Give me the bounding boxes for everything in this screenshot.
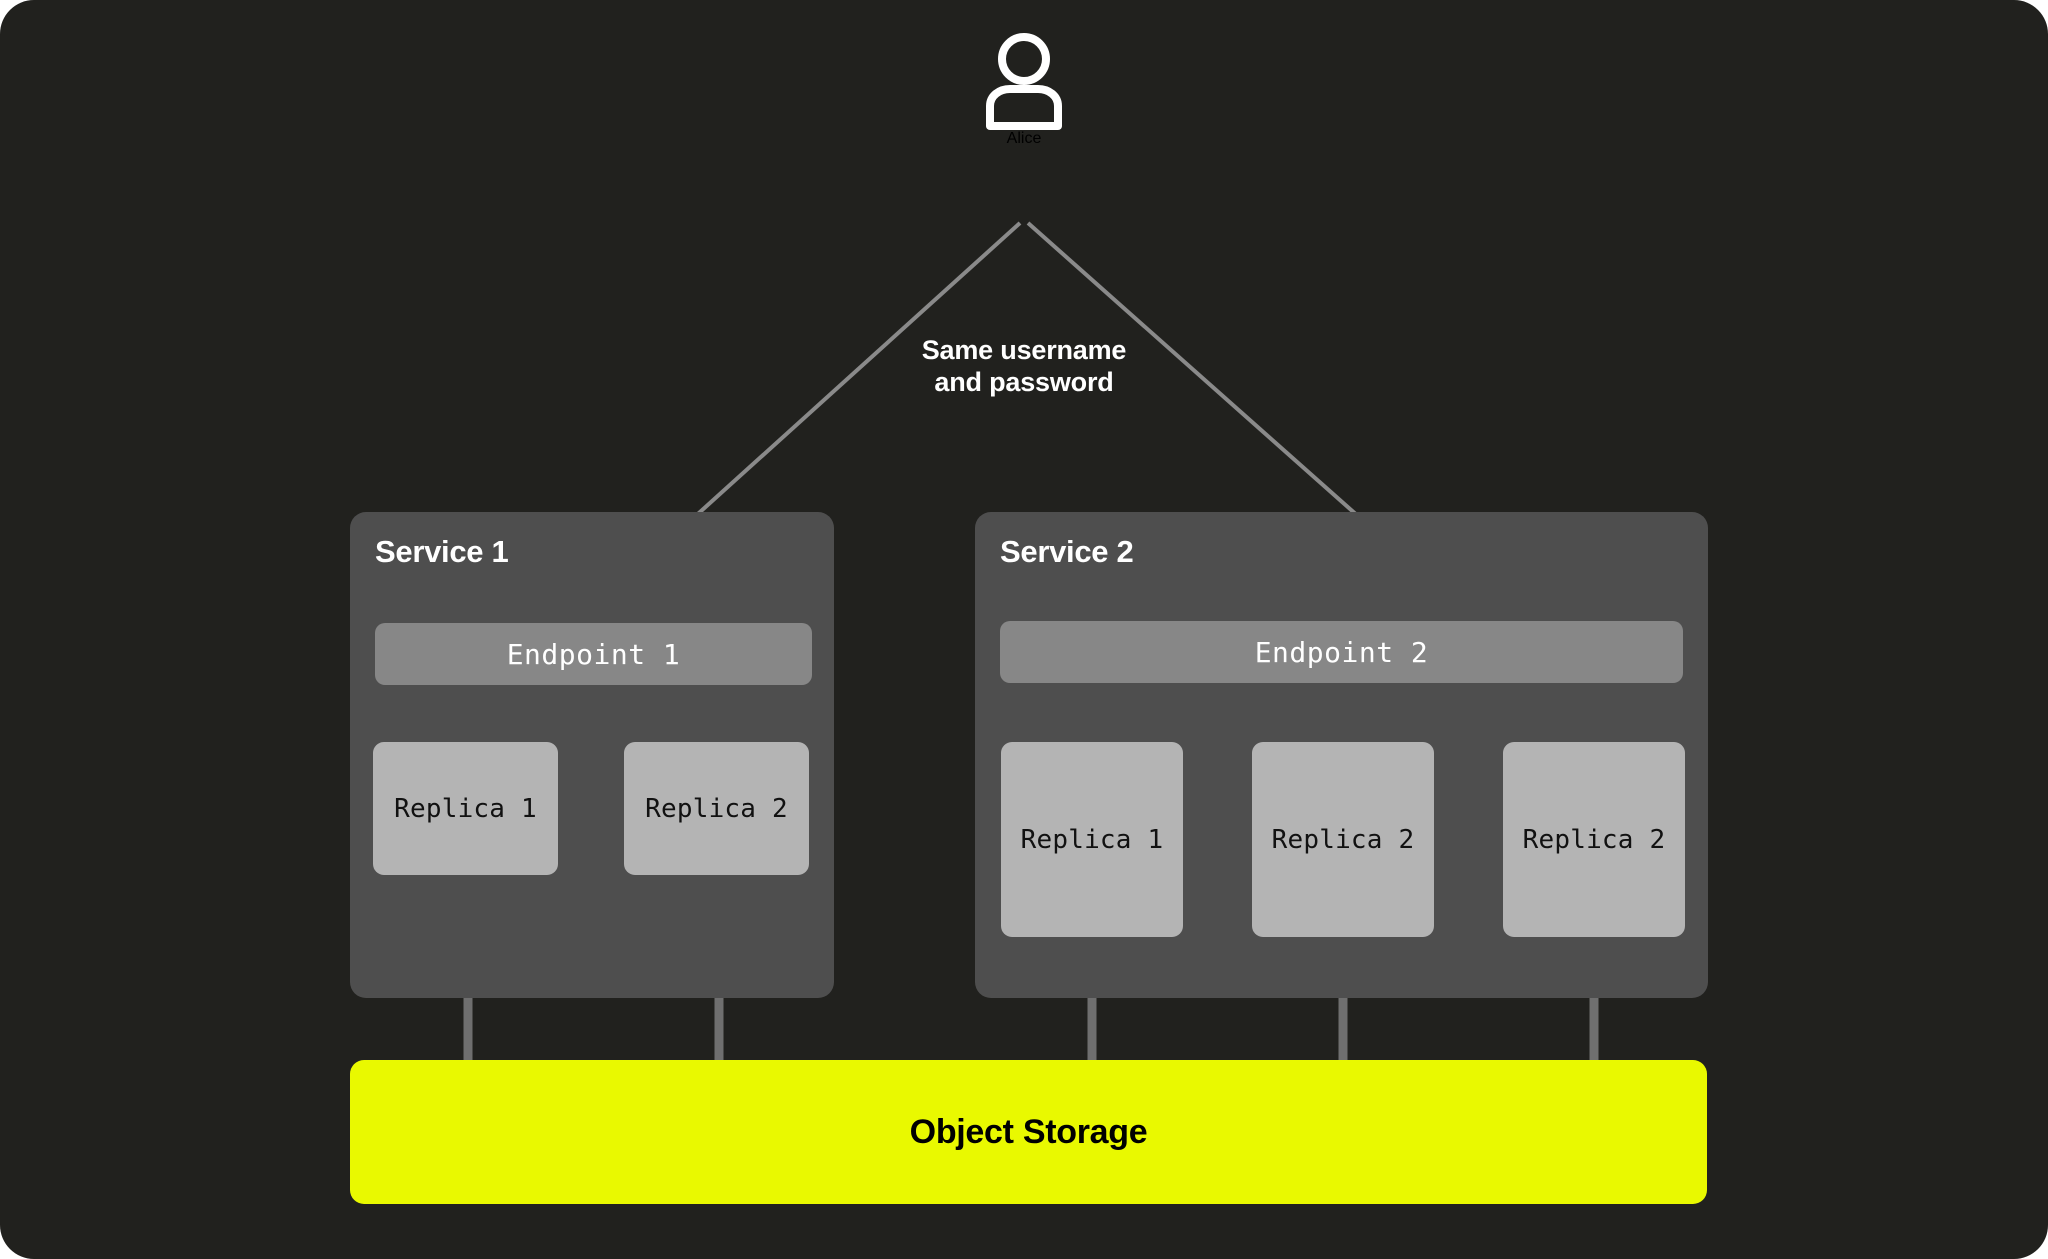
connection-caption: Same username and password — [814, 335, 1234, 398]
caption-line-2: and password — [934, 366, 1114, 397]
service-panel-1[interactable]: Service 1 Endpoint 1 Replica 1 Replica 2 — [350, 512, 834, 998]
service-2-replica-1[interactable]: Replica 1 — [1001, 742, 1183, 937]
service-1-replica-2[interactable]: Replica 2 — [624, 742, 809, 875]
object-storage-label: Object Storage — [909, 1112, 1148, 1151]
service-1-title: Service 1 — [375, 534, 509, 569]
service-panel-2[interactable]: Service 2 Endpoint 2 Replica 1 Replica 2… — [975, 512, 1708, 998]
object-storage-bar[interactable]: Object Storage — [350, 1060, 1707, 1204]
caption-line-1: Same username — [921, 335, 1127, 365]
endpoint-2[interactable]: Endpoint 2 — [1000, 621, 1683, 683]
endpoint-1[interactable]: Endpoint 1 — [375, 623, 812, 685]
service-1-replica-1[interactable]: Replica 1 — [373, 742, 558, 875]
actor-alice: Alice — [934, 30, 1114, 148]
user-icon — [986, 33, 1062, 130]
service-2-title: Service 2 — [1000, 534, 1134, 569]
service-2-replica-2[interactable]: Replica 2 — [1252, 742, 1434, 937]
actor-label: Alice — [1006, 130, 1042, 147]
service-2-replica-3[interactable]: Replica 2 — [1503, 742, 1685, 937]
